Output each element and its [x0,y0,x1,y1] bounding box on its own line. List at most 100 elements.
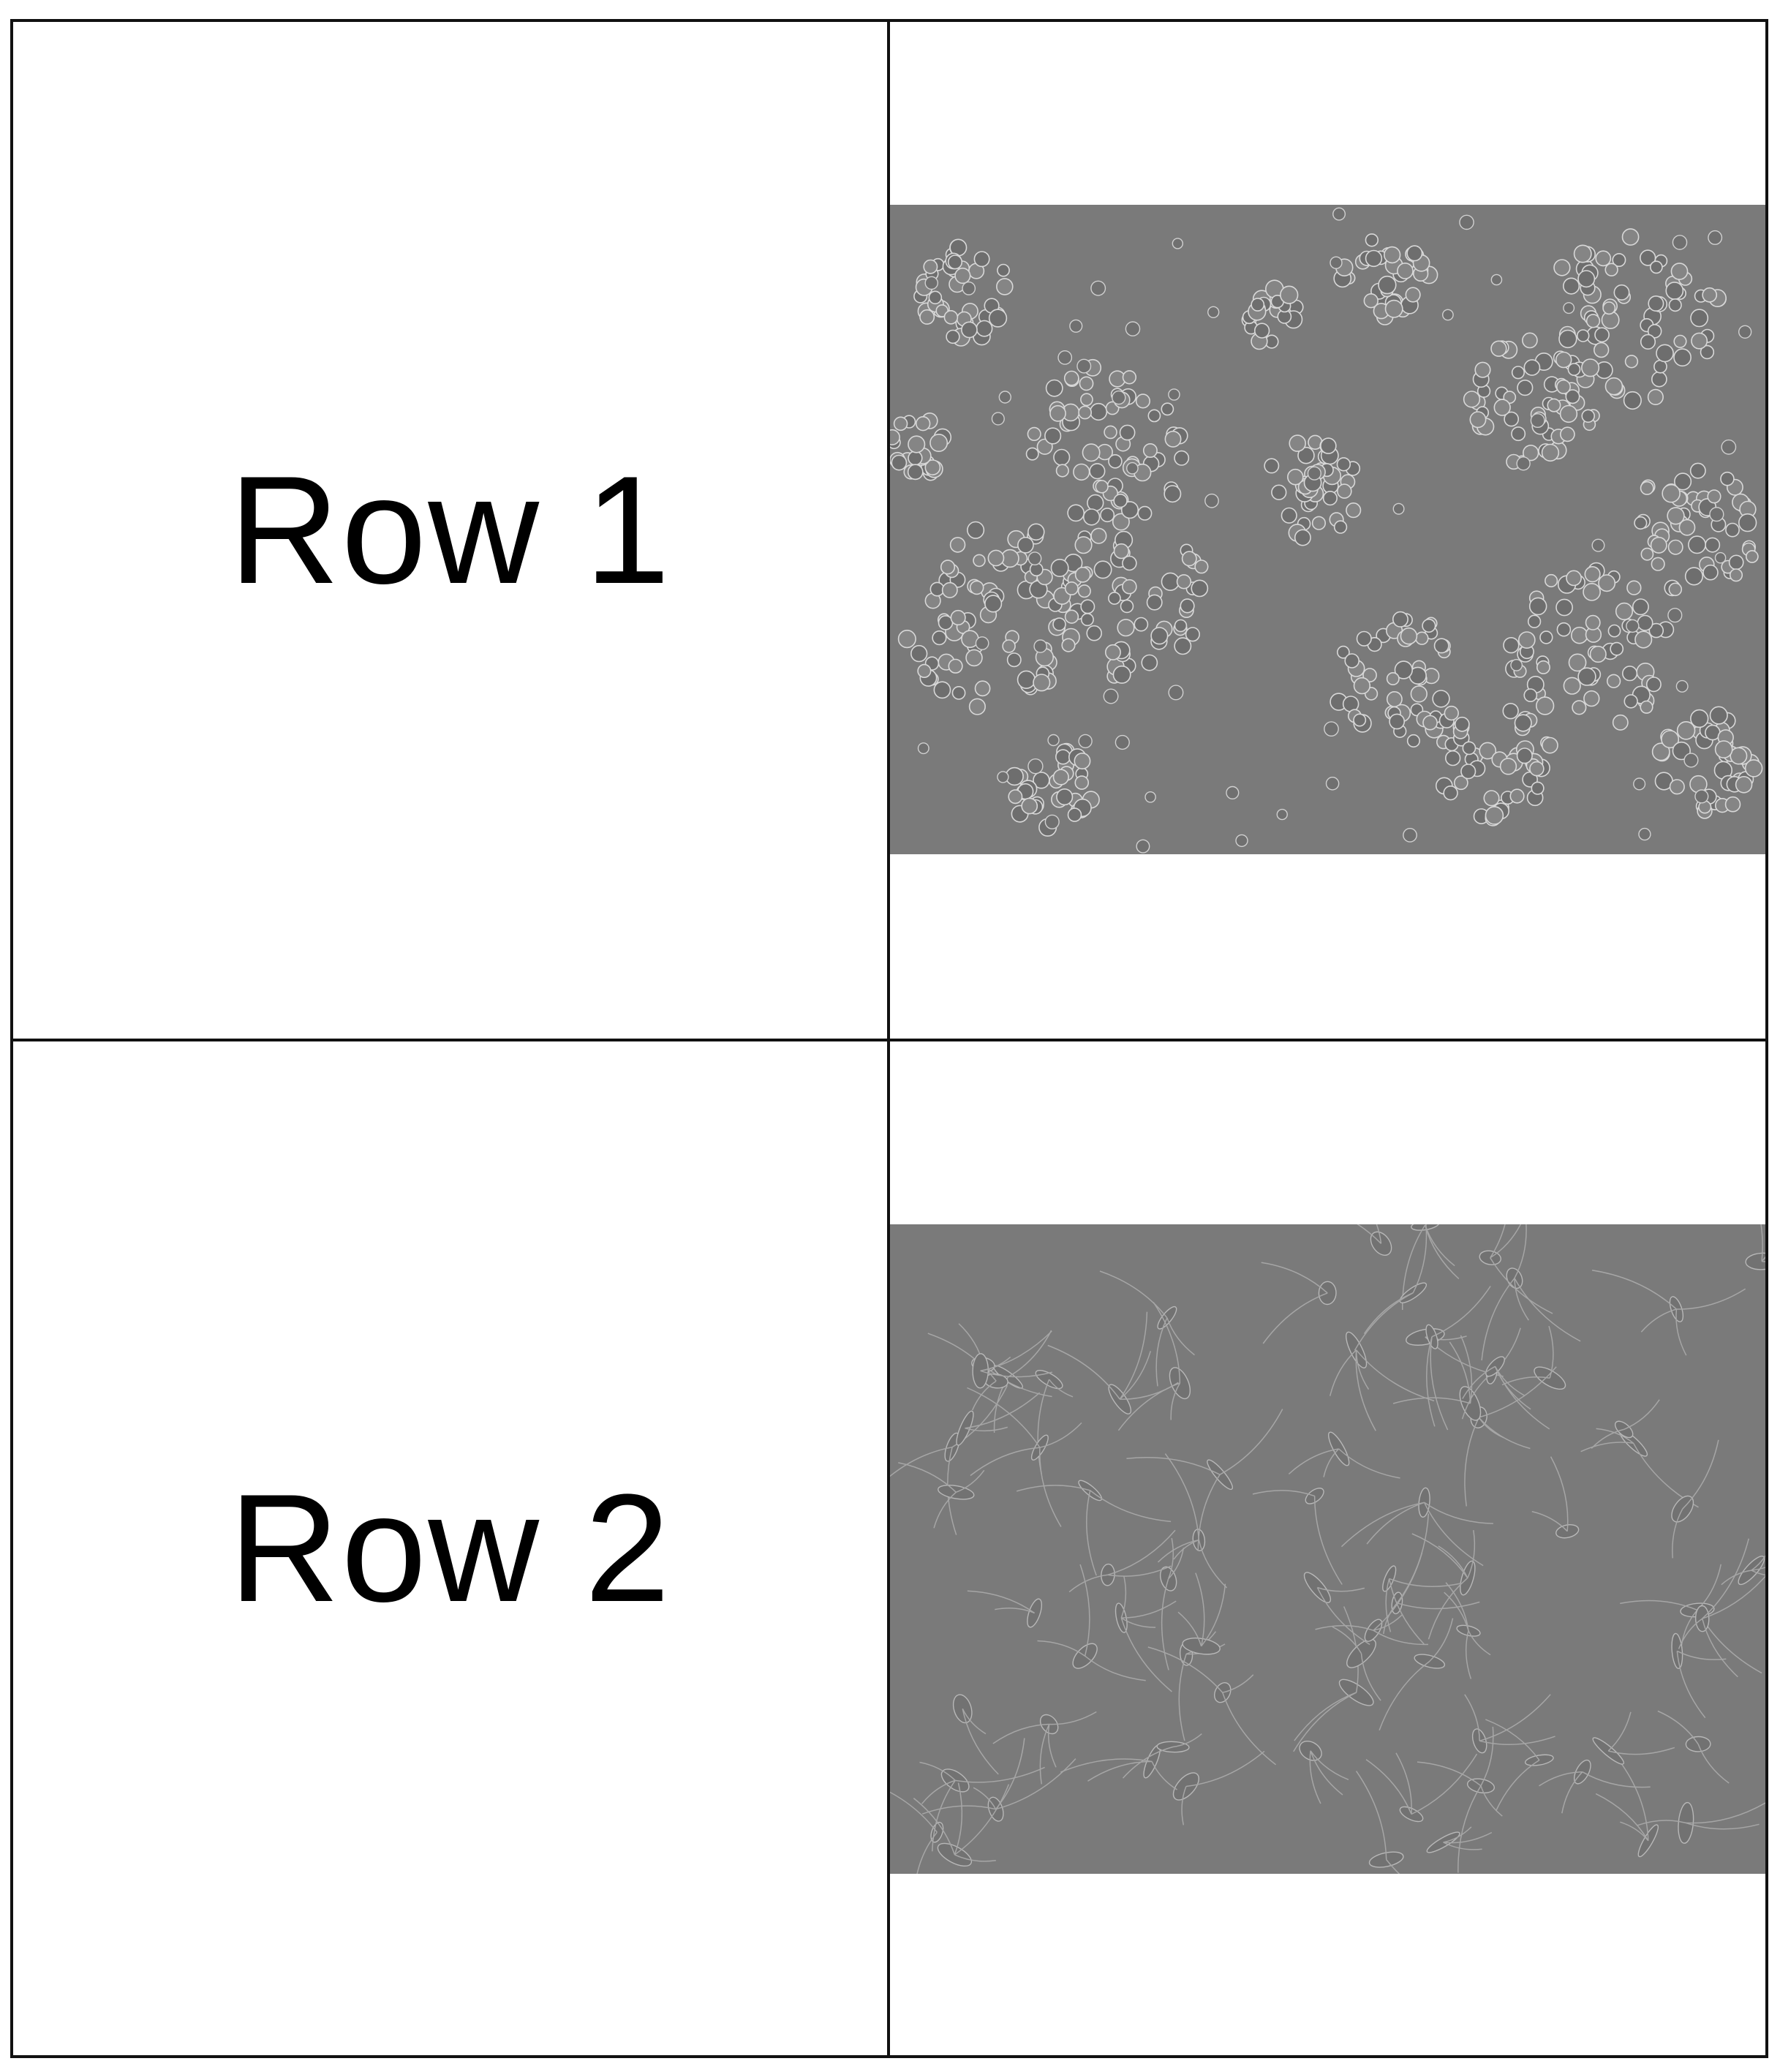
cell-shape [1689,462,1706,479]
cell-shape [1090,402,1108,421]
cell-shape [1104,644,1121,660]
cell-shape [1207,306,1220,319]
cell-shape [940,560,956,575]
cell-shape [890,429,900,445]
cell-shape [1694,789,1709,804]
cell-shape [1253,323,1270,339]
cell-shape [961,321,978,339]
cell-shape [1329,1331,1435,1431]
cell-shape [1113,494,1128,508]
cell-shape [984,595,1003,613]
row-label-cell: Row 2 [13,1041,890,2055]
cell-shape [1672,235,1688,250]
cell-shape [1623,391,1642,410]
cell-shape [1425,1286,1491,1431]
cell-shape [1669,779,1685,795]
cell-shape [1134,617,1149,632]
cell-shape [1411,1529,1476,1640]
cell-shape [1122,1733,1202,1779]
cell-shape [1462,1356,1550,1430]
cell-shape [1577,270,1596,288]
cell-shape [924,459,941,476]
cell-shape [1499,758,1517,775]
cell-shape [1621,666,1638,682]
cell-shape [962,281,976,295]
cell-shape [948,658,963,674]
cell-shape [1610,641,1624,656]
cell-shape [1576,329,1590,342]
cell-shape [1542,736,1558,754]
cell-shape [1724,796,1741,813]
cell-shape [929,433,949,452]
cell-shape [1073,463,1090,481]
cell-shape [1640,547,1654,561]
cell-shape [1453,775,1468,791]
cell-shape [1633,777,1646,791]
cell-shape [992,1711,1097,1785]
cell-shape [1562,277,1580,295]
cell-shape [1626,619,1640,633]
cell-shape [1709,507,1724,522]
cell-shape [1479,742,1497,760]
cell-shape [1422,618,1436,633]
cell-shape [1174,619,1188,633]
cell-shape [1384,246,1401,264]
cell-shape [1577,667,1596,686]
row-label: Row 1 [228,444,672,616]
cell-shape [1485,1719,1554,1812]
cell-shape [897,629,916,649]
cell-shape [1483,790,1500,807]
cell-shape [1332,1626,1381,1701]
cell-shape [1297,446,1315,464]
cell-shape [1122,370,1137,385]
cell-shape [1640,481,1654,495]
cell-shape [1581,409,1595,423]
cell-shape [1638,827,1651,841]
cell-shape [1481,1224,1581,1361]
cell-shape [1556,622,1572,637]
cell-shape [1640,249,1656,266]
cell-shape [973,554,986,568]
cell-shape [1678,1538,1765,1678]
cell-shape [1076,358,1092,374]
cell-shape [1055,749,1071,765]
cell-shape [1670,263,1689,280]
cell-shape [1137,505,1153,521]
cell-shape [1044,814,1060,829]
cell-shape [1565,389,1580,404]
cell-shape [1150,627,1169,645]
cell-shape [1583,690,1600,707]
cell-shape [1386,671,1400,685]
cell-shape [1690,709,1709,728]
cell-shape [916,416,931,432]
cell-shape [1651,557,1665,571]
cell-shape [1691,332,1708,350]
cell-shape [1563,677,1581,695]
cell-shape [893,416,908,432]
cell-shape [1604,377,1624,396]
cell-shape [1415,631,1429,645]
cell-shape [1261,1262,1337,1344]
cell-shape [987,549,1005,567]
cell-shape [1252,1488,1343,1585]
cell-shape [1103,688,1119,704]
cell-shape [1700,344,1715,360]
cell-shape [1330,256,1343,269]
cell-shape [1180,598,1195,614]
cell-shape [1142,442,1158,458]
cell-shape [1514,714,1532,732]
cell-shape [976,320,993,337]
cell-shape [1744,759,1763,777]
cell-shape [968,698,986,715]
cell-shape [1394,660,1414,679]
cell-shape [1055,464,1069,478]
cell-shape [1667,507,1685,525]
cell-shape [1559,404,1578,423]
cell-shape [1057,350,1073,365]
cell-shape [1378,275,1397,295]
cell-shape [1311,516,1327,530]
cell-shape [969,580,984,595]
cell-shape [910,644,928,663]
cell-shape [1115,1575,1177,1692]
cell-shape [1572,700,1587,715]
